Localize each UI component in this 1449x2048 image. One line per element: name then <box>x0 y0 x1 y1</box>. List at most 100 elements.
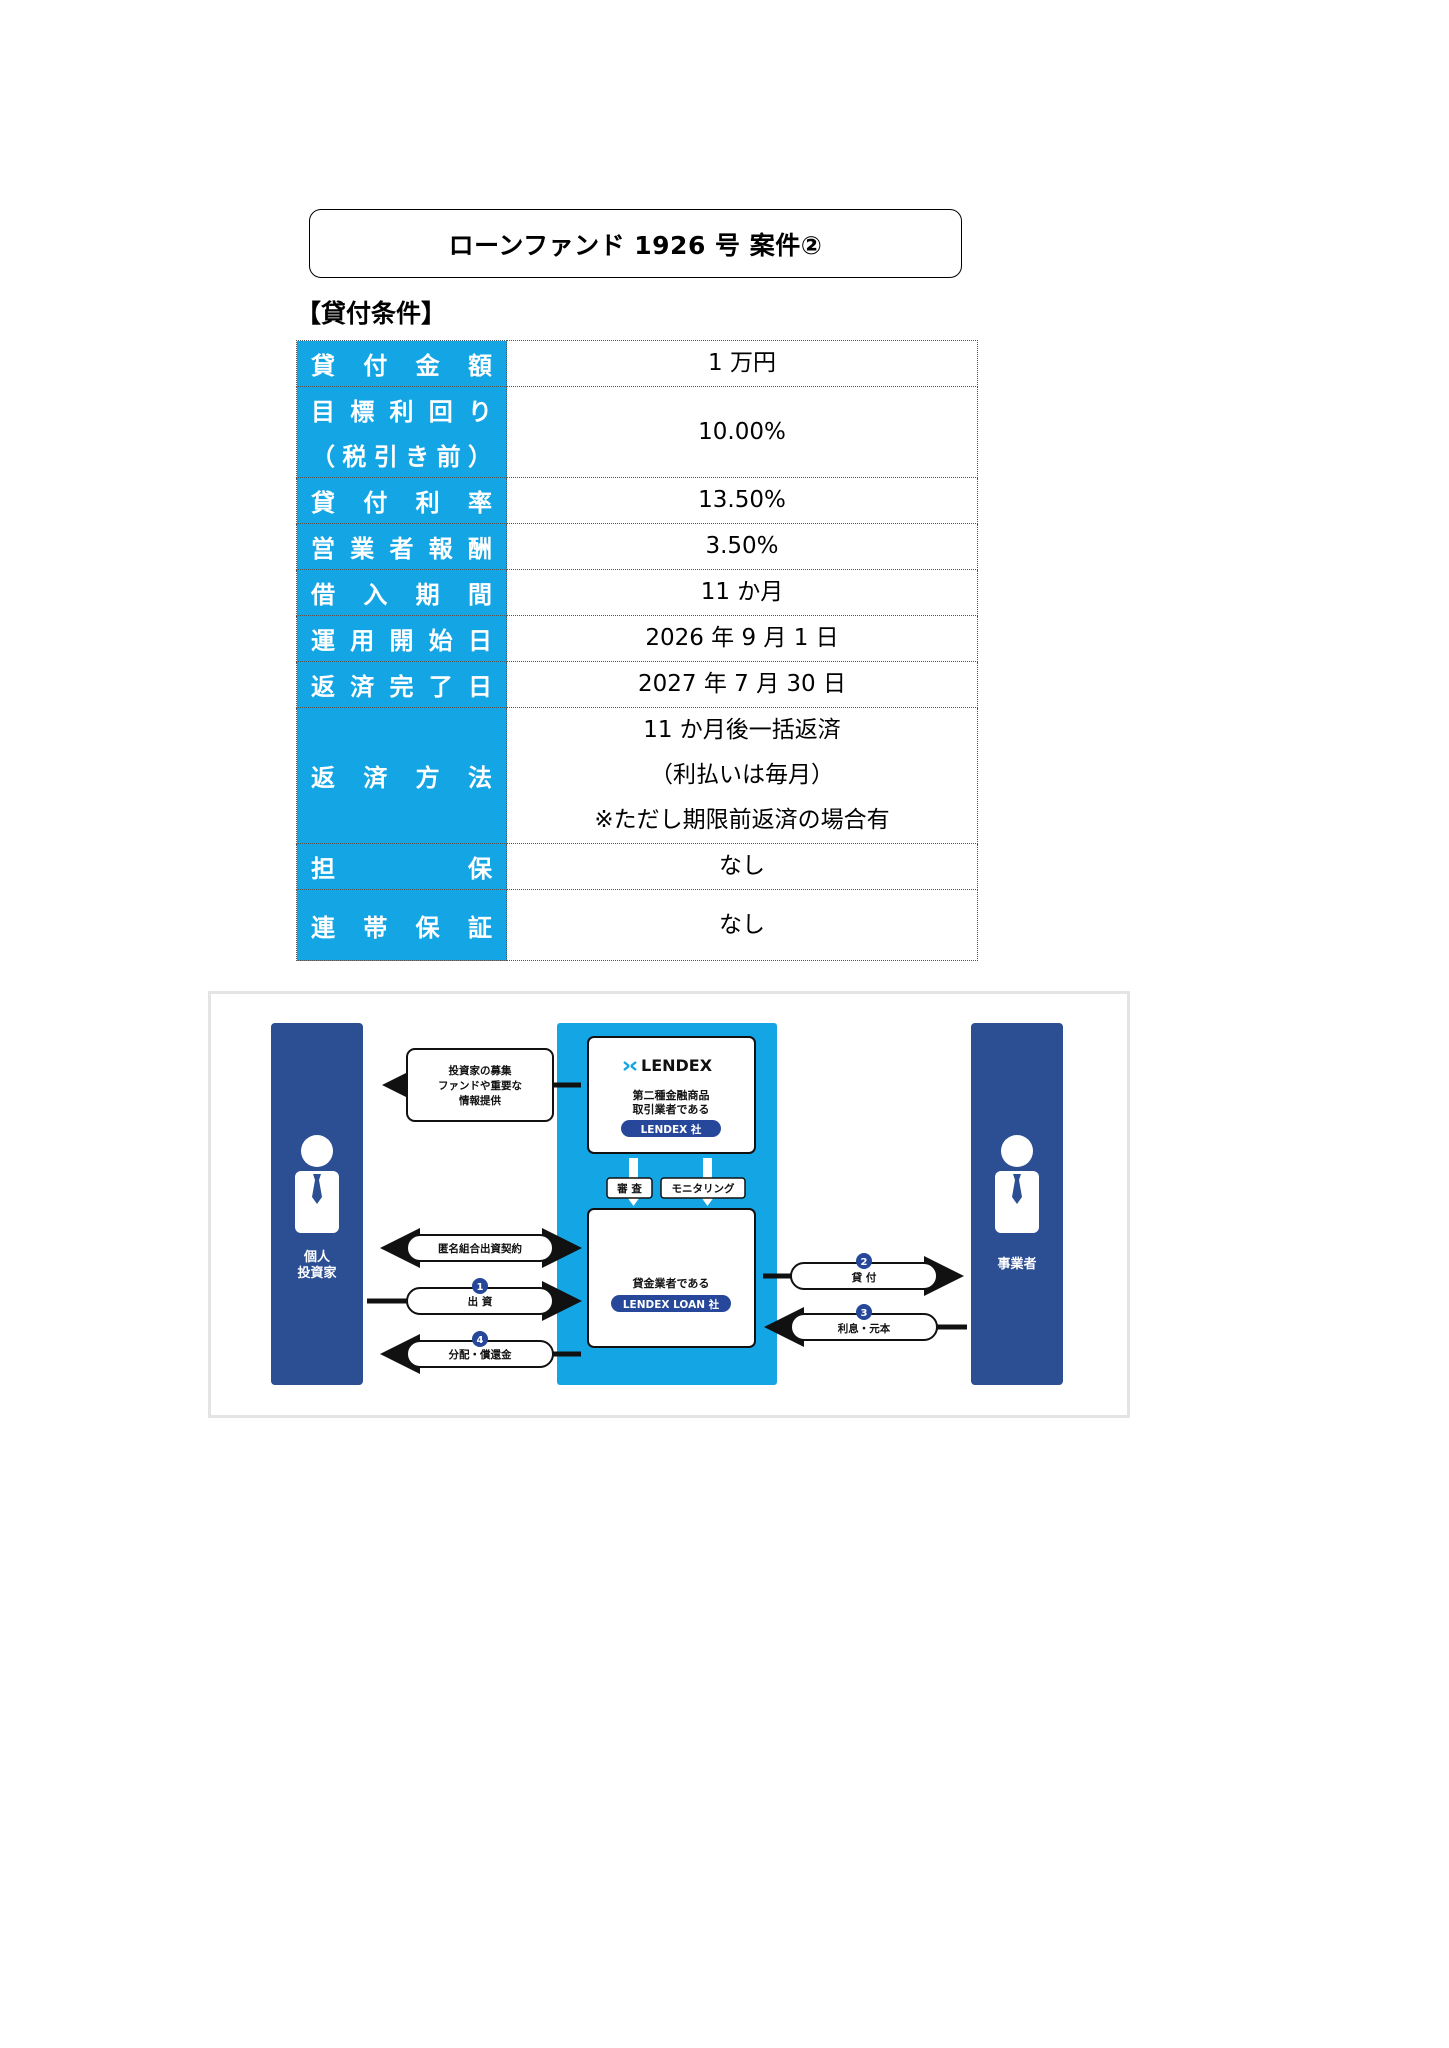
term-label-char: 貸 <box>311 489 335 517</box>
distribution-step-badge <box>472 1331 488 1347</box>
business-person-icon <box>995 1135 1039 1233</box>
term-value-cell: 1 万円 <box>506 340 978 387</box>
term-value: 10.00% <box>698 418 786 445</box>
term-label-char: 証 <box>467 913 492 942</box>
term-label-cell: 目標利回り（税引き前） <box>296 386 507 478</box>
term-label-char: 付 <box>363 489 388 517</box>
term-label-char: 営 <box>311 535 335 563</box>
term-label-char: 目 <box>311 398 335 426</box>
term-label-cell: 貸付利率 <box>296 477 507 524</box>
term-value: 11 か月後一括返済 <box>643 717 841 743</box>
term-label-char: 始 <box>428 627 453 655</box>
term-label-char: 連 <box>311 913 335 942</box>
lendex-logo: LENDEX <box>641 1056 713 1075</box>
investor-person-icon <box>295 1135 339 1233</box>
repay-label: 利息・元本 <box>838 1322 891 1335</box>
loan-badge <box>611 1295 731 1312</box>
repay-step-badge <box>856 1304 872 1320</box>
term-value-cell: 10.00% <box>506 386 978 478</box>
term-label-char: 報 <box>428 535 453 563</box>
term-label-char: 率 <box>467 489 492 517</box>
term-value: 3.50% <box>705 533 779 559</box>
term-label-line: 運用開始日 <box>297 616 506 661</box>
term-label-char: き <box>405 443 430 471</box>
term-label-char: 済 <box>350 673 375 701</box>
page-title: ローンファンド 1926 号 案件② <box>448 230 823 260</box>
term-value: 2026 年 9 月 1 日 <box>645 625 839 651</box>
term-label-char: 保 <box>415 913 440 942</box>
contract-label: 匿名組合出資契約 <box>438 1242 522 1255</box>
term-label-char: 保 <box>468 855 492 883</box>
term-value: 13.50% <box>698 487 786 513</box>
invest-step-number: 1 <box>477 1282 484 1293</box>
terms-row: 担保なし <box>296 843 978 890</box>
term-value-cell: 11 か月後一括返済 （利払いは毎月） ※ただし期限前返済の場合有 <box>506 707 978 844</box>
terms-row: 目標利回り（税引き前）10.00% <box>296 386 978 478</box>
term-label-char: （ <box>311 443 335 471</box>
term-label-char: 日 <box>468 627 492 655</box>
term-value-cell: 2027 年 7 月 30 日 <box>506 661 978 708</box>
term-label-char: 日 <box>468 673 492 701</box>
term-label-line: 貸付利率 <box>297 478 506 523</box>
terms-row: 貸付利率 13.50% <box>296 477 978 524</box>
recruit-box <box>406 1048 554 1122</box>
lendex-desc-2: 取引業者である <box>633 1102 710 1116</box>
lendex-loan-box <box>587 1208 756 1348</box>
lendex-badge <box>621 1120 721 1137</box>
term-label-char: 法 <box>467 764 492 792</box>
term-label-cell: 借入期間 <box>296 569 507 616</box>
contract-pill <box>406 1234 554 1262</box>
loan-desc: 貸金業者である <box>632 1276 710 1290</box>
term-label-line: 借入期間 <box>297 570 506 615</box>
term-value-cell: なし <box>506 889 978 961</box>
term-label-line: 貸付金額 <box>297 341 506 386</box>
term-label-char: 前 <box>436 443 461 471</box>
term-value: （利払いは毎月） <box>650 762 834 788</box>
term-label-char: 返 <box>311 764 335 792</box>
term-label-char: 方 <box>415 764 440 792</box>
term-label-cell: 営業者報酬 <box>296 523 507 570</box>
loan-badge-text: LENDEX LOAN 社 <box>623 1298 720 1311</box>
term-label-char: 貸 <box>311 352 335 380</box>
term-label-char: 用 <box>350 627 375 655</box>
term-label-cell: 連帯保証 <box>296 889 507 961</box>
term-label-char: 利 <box>415 489 440 517</box>
review-label: 審 査 <box>616 1182 642 1195</box>
term-value: 2027 年 7 月 30 日 <box>638 671 846 697</box>
lend-step-number: 2 <box>861 1257 868 1268</box>
terms-row: 返済方法 11 か月後一括返済 （利払いは毎月） ※ただし期限前返済の場合有 <box>296 707 978 844</box>
term-value: 11 か月 <box>700 579 784 605</box>
term-value-cell: なし <box>506 843 978 890</box>
terms-row: 連帯保証なし <box>296 889 978 961</box>
recruit-line-3: 情報提供 <box>459 1094 501 1107</box>
term-label-char: 期 <box>415 581 440 609</box>
investor-label-1: 個人 <box>303 1249 331 1265</box>
distribution-step-number: 4 <box>477 1335 484 1346</box>
terms-row: 返済完了日 2027 年 7 月 30 日 <box>296 661 978 708</box>
monitoring-box <box>660 1177 746 1199</box>
recruit-line-2: ファンドや重要な <box>438 1079 522 1092</box>
term-label-char: 返 <box>311 673 335 701</box>
invest-step-badge <box>472 1278 488 1294</box>
term-label-char: 担 <box>311 855 335 883</box>
lendex-logo-icon <box>623 1061 637 1071</box>
term-label-char: 税 <box>342 443 367 471</box>
term-label-cell: 返済方法 <box>296 707 507 844</box>
term-label-cell: 担保 <box>296 843 507 890</box>
lend-step-badge <box>856 1253 872 1269</box>
term-label-line: 目標利回り <box>297 387 506 432</box>
term-value: なし <box>719 853 765 879</box>
term-label-char: 開 <box>389 627 414 655</box>
term-label-char: 標 <box>350 398 375 426</box>
repay-step-number: 3 <box>861 1308 868 1319</box>
term-value: ※ただし期限前返済の場合有 <box>594 807 890 833</box>
term-label-char: 了 <box>428 673 453 701</box>
term-label-char: 完 <box>389 673 414 701</box>
term-label-char: 入 <box>363 581 388 609</box>
review-box <box>606 1177 653 1199</box>
term-label-char: 間 <box>467 581 492 609</box>
term-label-char: 額 <box>467 352 492 380</box>
term-label-char: 利 <box>389 398 414 426</box>
